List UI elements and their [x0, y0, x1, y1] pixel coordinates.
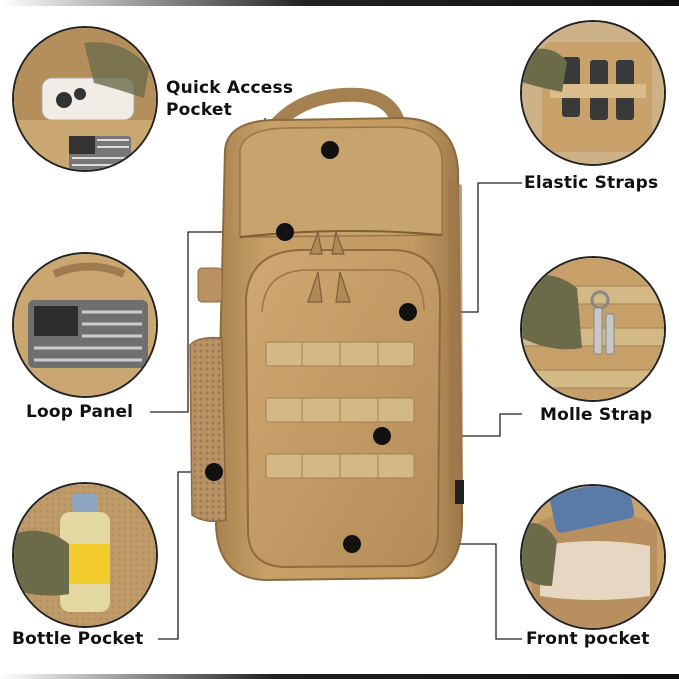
label-front-pocket: Front pocket: [526, 629, 650, 649]
us-flag-patch-icon: [69, 136, 131, 170]
bottom-edge-bar: [0, 674, 679, 679]
dot-loop-panel: [276, 223, 294, 241]
detail-molle-strap-circle: [520, 256, 666, 402]
label-molle-strap: Molle Strap: [540, 405, 653, 425]
label-quick-access-line1: Quick Access: [166, 78, 294, 98]
dot-front-pocket: [343, 535, 361, 553]
detail-loop-panel-circle: [12, 252, 158, 398]
dot-molle-strap: [373, 427, 391, 445]
gray-flag-patch-icon: [28, 300, 148, 368]
detail-bottle-pocket-circle: [12, 482, 158, 628]
label-elastic-straps: Elastic Straps: [524, 173, 659, 193]
dot-elastic-straps: [399, 303, 417, 321]
detail-elastic-straps-circle: [520, 20, 666, 166]
label-bottle-pocket: Bottle Pocket: [12, 629, 144, 649]
detail-front-pocket-circle: [520, 484, 666, 630]
dot-quick-access: [321, 141, 339, 159]
phone-icon: [41, 77, 135, 121]
label-loop-panel: Loop Panel: [26, 402, 134, 422]
label-quick-access: Quick Access Pocket: [166, 77, 293, 121]
detail-quick-access-circle: [12, 26, 158, 172]
dot-bottle-pocket: [205, 463, 223, 481]
top-edge-bar: [0, 0, 679, 6]
label-quick-access-line2: Pocket: [166, 100, 232, 120]
keys-icon: [590, 290, 615, 355]
